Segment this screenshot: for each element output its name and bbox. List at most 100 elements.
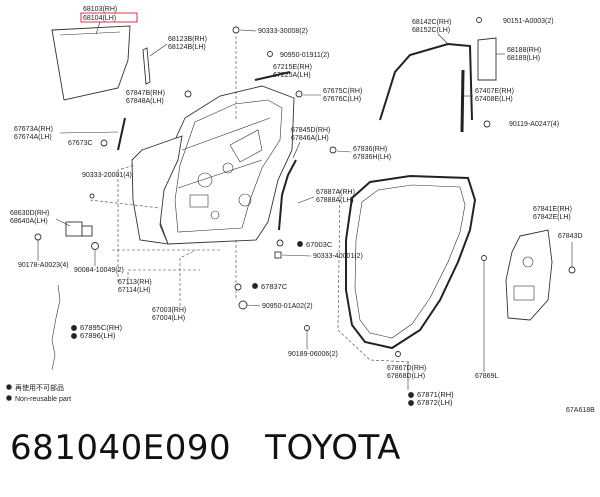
label-67842: 67842E(LH) <box>533 214 571 221</box>
label-68123: 68123B(RH) <box>168 36 207 43</box>
glass-run-68123[interactable] <box>142 47 151 85</box>
door-weatherstrip-inner <box>354 184 466 339</box>
quarter-glass-68188[interactable] <box>477 37 497 81</box>
label-67848: 67848A(LH) <box>126 98 164 105</box>
label-90189: 90189-06006(2) <box>288 351 338 358</box>
label-67113: 67113(RH) <box>118 279 152 286</box>
legend-jp: 再使用不可部品 <box>15 383 64 392</box>
label-90084: 90084-10049(2) <box>74 267 124 274</box>
label-67215: 67215E(RH) <box>273 64 312 71</box>
label-90950a: 90950-01911(2) <box>280 52 329 59</box>
clip-67869-icon[interactable] <box>481 255 487 261</box>
label-67867: 67867D(RH) <box>387 365 426 372</box>
diagram-ref-code: 67A618B <box>566 407 595 414</box>
screw-90151-icon[interactable] <box>476 17 482 23</box>
label-67836h: 67836H(LH) <box>353 154 391 161</box>
bolt-90119-icon[interactable] <box>483 120 491 128</box>
label-68640: 68640A(LH) <box>10 218 48 225</box>
door-lock-67841[interactable] <box>505 229 553 321</box>
label-67676: 67676C(LH) <box>323 96 361 103</box>
label-68104: 68104(LH) <box>83 15 116 22</box>
label-67408: 67408E(LH) <box>475 96 513 103</box>
label-67847: 67847B(RH) <box>126 90 165 97</box>
part-number: 681040E090 <box>10 428 232 468</box>
bolt-90333c-icon[interactable] <box>274 251 282 259</box>
label-68124: 68124B(LH) <box>168 44 206 51</box>
bolt-90084-icon[interactable] <box>91 242 99 250</box>
label-67846: 67846A(LH) <box>291 135 329 142</box>
bolt-90333b-icon[interactable] <box>89 193 95 199</box>
cable-67895[interactable] <box>51 284 61 371</box>
clip-67675-icon[interactable] <box>295 90 303 98</box>
clip-67673c-icon[interactable] <box>100 139 108 147</box>
label-67869: 67869L <box>475 373 498 380</box>
label-68188: 68188(RH) <box>507 47 541 54</box>
label-67895: 67895C(RH) <box>80 323 123 332</box>
bullet-67872-icon <box>408 400 414 406</box>
clip-67843-icon[interactable] <box>568 266 576 274</box>
label-90151: 90151-A0003(2) <box>503 18 554 25</box>
division-bar-67407[interactable] <box>460 69 465 133</box>
label-67888: 67888A(LH) <box>316 197 354 204</box>
label-90178: 90178-A0023(4) <box>18 262 69 269</box>
weatherstrip-67845[interactable] <box>278 159 297 231</box>
label-67673a: 67673A(RH) <box>14 126 53 133</box>
window-weatherstrip-68142[interactable] <box>379 42 473 121</box>
label-67003c: 67003C <box>306 240 333 249</box>
label-90333a: 90333-30008(2) <box>258 28 308 35</box>
door-glass[interactable] <box>51 25 131 101</box>
clip-67837-icon[interactable] <box>234 283 242 291</box>
hinge-68630[interactable] <box>65 221 93 237</box>
label-67871: 67871(RH) <box>417 390 454 399</box>
bullet-67003c-icon <box>297 241 303 247</box>
channel-67673[interactable] <box>117 117 126 151</box>
bolt-90189-icon[interactable] <box>304 325 310 331</box>
label-90950b: 90950-01A02(2) <box>262 303 313 310</box>
legend-bullet-en-icon <box>6 395 12 401</box>
label-68189: 68189(LH) <box>507 55 540 62</box>
label-67225: 67225A(LH) <box>273 72 311 79</box>
inner-door-panel[interactable] <box>159 85 295 245</box>
label-90119: 90119-A0247(4) <box>509 121 559 128</box>
label-90333c: 90333-40001(2) <box>313 253 363 260</box>
label-67674a: 67674A(LH) <box>14 134 52 141</box>
bullet-67871-icon <box>408 392 414 398</box>
label-67872: 67872(LH) <box>417 398 453 407</box>
label-67407: 67407E(RH) <box>475 88 514 95</box>
label-90333b: 90333-20001(4) <box>82 172 132 179</box>
label-68630: 68630D(RH) <box>10 210 49 217</box>
clip-67836-icon[interactable] <box>329 146 337 154</box>
grommet-90950b-icon[interactable] <box>238 300 248 310</box>
grommet-90950a-icon[interactable] <box>267 51 273 57</box>
bolt-90178-icon[interactable] <box>34 233 42 241</box>
clip-67847-icon[interactable] <box>184 90 192 98</box>
label-67003: 67003(RH) <box>152 307 186 314</box>
bolt-90333a-icon[interactable] <box>232 26 240 34</box>
brand-name: TOYOTA <box>265 428 401 468</box>
clip-67003c-icon[interactable] <box>276 239 284 247</box>
legend-bullet-jp-icon <box>6 384 12 390</box>
label-67845: 67845D(RH) <box>291 127 330 134</box>
label-67114: 67114(LH) <box>118 287 151 294</box>
legend-en: Non-reusable part <box>15 396 71 403</box>
label-68152: 68152C(LH) <box>412 27 450 34</box>
bullet-67895-icon <box>71 325 77 331</box>
clip-67867-icon[interactable] <box>395 351 401 357</box>
label-67836: 67836(RH) <box>353 146 387 153</box>
label-67896: 67896(LH) <box>80 331 116 340</box>
bullet-67837-icon <box>252 283 258 289</box>
footer: 681040E090 TOYOTA <box>10 428 435 468</box>
bullet-67896-icon <box>71 333 77 339</box>
label-67675: 67675C(RH) <box>323 88 362 95</box>
glass-lh-highlight <box>80 12 138 23</box>
label-68103: 68103(RH) <box>83 6 117 13</box>
label-67841: 67841E(RH) <box>533 206 572 213</box>
door-weatherstrip-67871[interactable] <box>345 174 477 350</box>
label-67004: 67004(LH) <box>152 315 185 322</box>
label-67673c: 67673C <box>68 140 93 147</box>
label-67843: 67843D <box>558 233 583 240</box>
label-67887: 67887A(RH) <box>316 189 355 196</box>
window-frame-strip[interactable] <box>254 71 291 81</box>
label-67837: 67837C <box>261 282 288 291</box>
outer-door-skin <box>131 135 183 245</box>
